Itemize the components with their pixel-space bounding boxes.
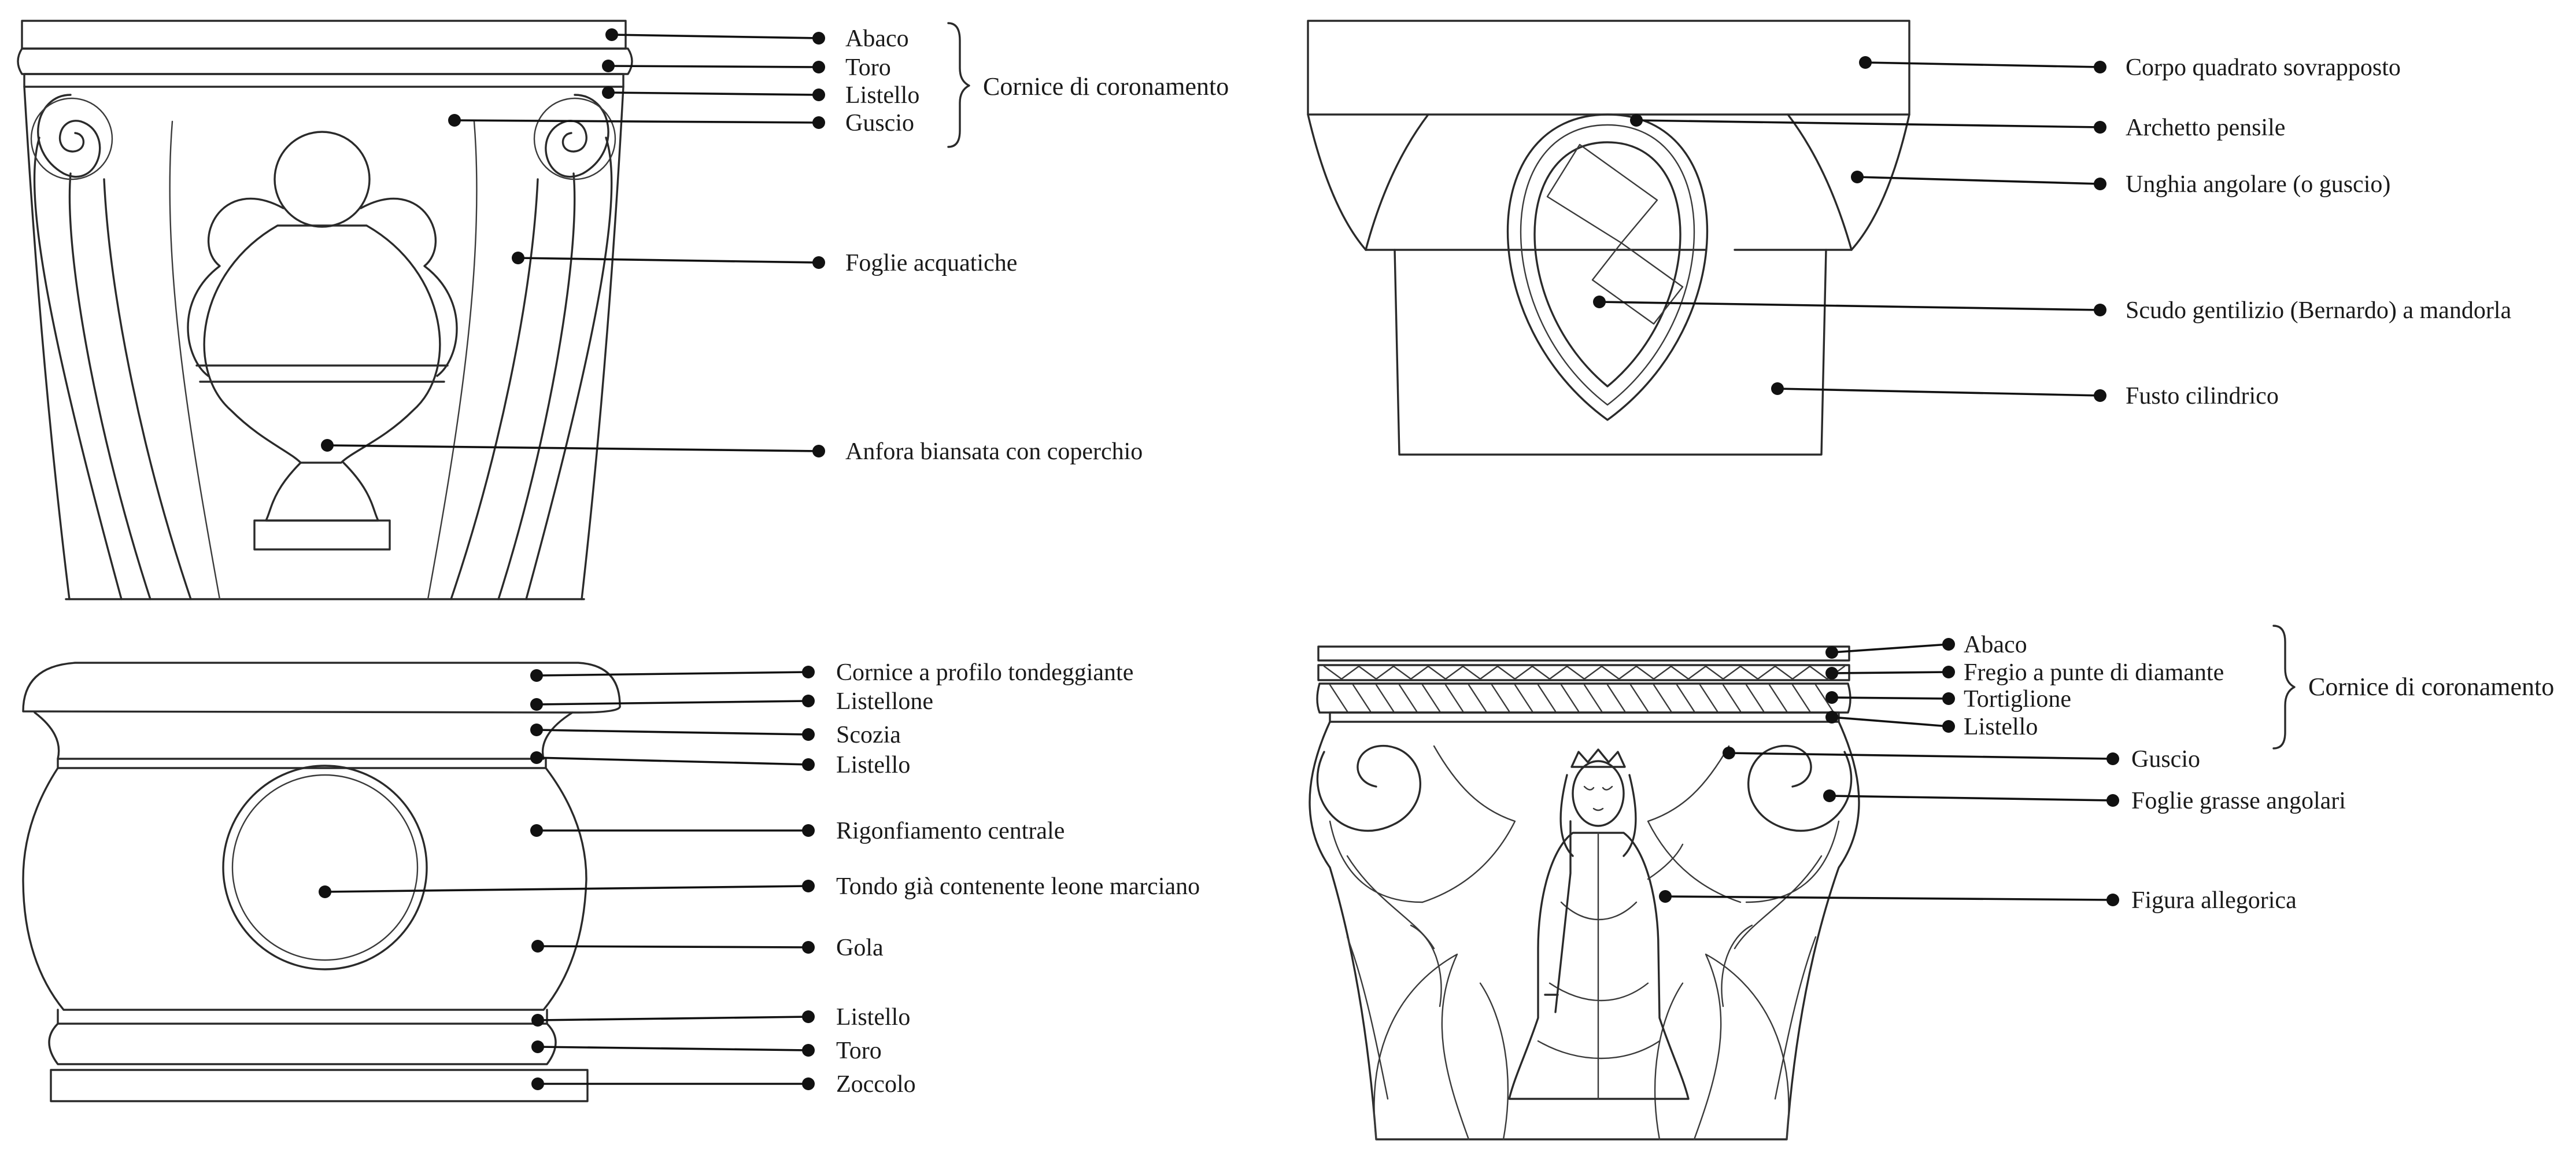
label-scozia: Scozia	[836, 722, 901, 748]
label-rigonfiamento: Rigonfiamento centrale	[836, 818, 1065, 844]
label-listellone: Listellone	[836, 688, 933, 715]
label-listello-lower: Listello	[836, 1004, 910, 1031]
label-toro-base: Toro	[836, 1038, 882, 1064]
label-scudo-gentilizio: Scudo gentilizio (Bernardo) a mandorla	[2126, 297, 2511, 324]
label-tondo: Tondo già contenente leone marciano	[836, 873, 1200, 900]
group-label-cornice-coronamento: Cornice di coronamento	[983, 72, 1229, 101]
base-roundel-drawing	[22, 662, 621, 1102]
label-abaco: Abaco	[845, 25, 909, 52]
label-guscio-fig: Guscio	[2131, 746, 2200, 773]
label-anfora-biansata: Anfora biansata con coperchio	[845, 438, 1143, 465]
label-foglie-acquatiche: Foglie acquatiche	[845, 250, 1017, 276]
label-corpo-quadrato: Corpo quadrato sovrapposto	[2126, 54, 2401, 81]
capital-amphora-drawing	[17, 20, 633, 600]
coronamento-brace-left	[947, 22, 970, 148]
coronamento-brace-right	[2272, 625, 2296, 750]
label-listello-upper: Listello	[836, 752, 910, 778]
label-tortiglione: Tortiglione	[1964, 686, 2071, 713]
label-figura-allegorica: Figura allegorica	[2131, 887, 2297, 914]
label-cornice-profilo: Cornice a profilo tondeggiante	[836, 659, 1133, 686]
label-abaco-fig: Abaco	[1964, 632, 2027, 658]
group-label-cornice-coronamento-fig: Cornice di coronamento	[2308, 673, 2554, 701]
capital-shield-drawing	[1307, 20, 1910, 456]
label-guscio: Guscio	[845, 110, 914, 136]
label-archetto-pensile: Archetto pensile	[2126, 115, 2285, 141]
label-listello: Listello	[845, 82, 919, 109]
label-foglie-grasse: Foglie grasse angolari	[2131, 788, 2346, 814]
capital-figure-drawing	[1309, 645, 1860, 1141]
label-fregio-diamante: Fregio a punte di diamante	[1964, 659, 2224, 686]
label-gola: Gola	[836, 935, 884, 961]
label-zoccolo: Zoccolo	[836, 1071, 916, 1098]
label-toro: Toro	[845, 54, 891, 81]
label-fusto-cilindrico: Fusto cilindrico	[2126, 383, 2279, 409]
label-unghia-angolare: Unghia angolare (o guscio)	[2126, 171, 2390, 198]
label-listello-fig: Listello	[1964, 714, 2038, 740]
leader-lines	[319, 28, 2119, 1090]
